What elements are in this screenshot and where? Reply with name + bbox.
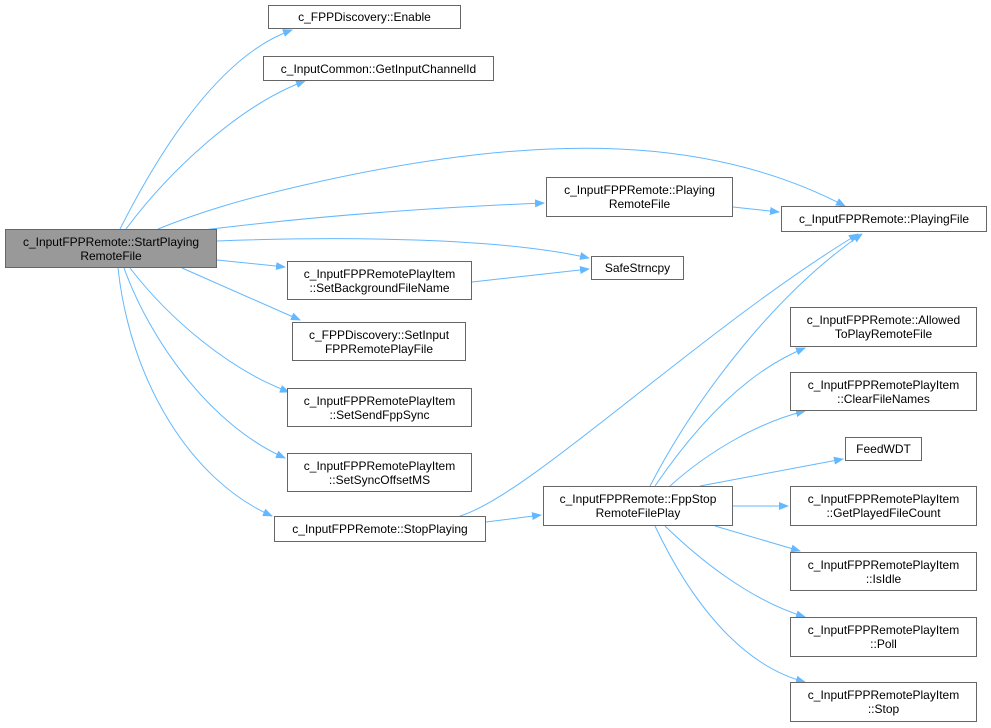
node-label-line: c_InputFPPRemotePlayItem <box>807 688 960 702</box>
node-label-line: SafeStrncpy <box>604 261 671 275</box>
node-stopPlaying[interactable]: c_InputFPPRemote::StopPlaying <box>274 516 486 542</box>
call-edge-stopPlaying-to-playingFile <box>459 233 859 517</box>
call-edge-fppStopRemoteFilePlay-to-feedWDT <box>699 456 844 487</box>
node-stop[interactable]: c_InputFPPRemotePlayItem::Stop <box>790 682 977 722</box>
node-label-line: FeedWDT <box>856 442 911 456</box>
call-edge-fppStopRemoteFilePlay-to-playingFile <box>649 233 863 487</box>
call-edge-root-to-safeStrncpy <box>216 238 590 260</box>
node-label-line: ::SetSendFppSync <box>329 407 430 422</box>
call-edge-fppStopRemoteFilePlay-to-clearFileNames <box>669 409 806 487</box>
node-poll[interactable]: c_InputFPPRemotePlayItem::Poll <box>790 617 977 657</box>
node-label-line: ::ClearFileNames <box>837 391 930 406</box>
node-label-line: RemoteFilePlay <box>595 506 681 520</box>
node-feedWDT[interactable]: FeedWDT <box>845 437 922 461</box>
call-edge-root-to-stopPlaying <box>117 267 273 517</box>
node-label-line: FPPRemotePlayFile <box>324 341 434 356</box>
node-setBackgroundFileName[interactable]: c_InputFPPRemotePlayItem::SetBackgroundF… <box>287 261 472 300</box>
node-setSyncOffsetMS[interactable]: c_InputFPPRemotePlayItem::SetSyncOffsetM… <box>287 453 472 492</box>
call-edge-stopPlaying-to-fppStopRemoteFilePlay <box>485 512 542 523</box>
node-label-line: c_InputFPPRemotePlayItem <box>303 393 456 408</box>
node-label-line: ::IsIdle <box>865 571 902 586</box>
call-edge-setBackgroundFileName-to-safeStrncpy <box>471 266 590 283</box>
node-label-line: c_InputFPPRemote::FppStop <box>559 492 717 506</box>
call-edge-fppStopRemoteFilePlay-to-allowedToPlayRemoteFile <box>654 347 806 487</box>
node-label-line: ::GetPlayedFileCount <box>826 506 941 520</box>
call-edge-root-to-setInputFPPRemotePlayFile <box>181 267 301 321</box>
call-edge-root-to-setSendFppSync <box>129 267 290 393</box>
call-edge-root-to-setBackgroundFileName <box>216 259 286 271</box>
call-edge-fppStopRemoteFilePlay-to-poll <box>664 525 806 619</box>
node-label-line: c_FPPDiscovery::SetInput <box>308 327 450 342</box>
node-getPlayedFileCount[interactable]: c_InputFPPRemotePlayItem::GetPlayedFileC… <box>790 486 977 526</box>
node-safeStrncpy[interactable]: SafeStrncpy <box>591 256 684 280</box>
call-edge-root-to-enable <box>119 29 293 230</box>
call-edge-fppStopRemoteFilePlay-to-isIdle <box>714 525 801 553</box>
node-clearFileNames[interactable]: c_InputFPPRemotePlayItem::ClearFileNames <box>790 372 977 411</box>
node-playingFile[interactable]: c_InputFPPRemote::PlayingFile <box>781 206 987 232</box>
node-label-line: RemoteFile <box>608 197 671 211</box>
node-label-line: c_InputFPPRemotePlayItem <box>807 377 960 392</box>
call-edge-root-to-playingFile <box>157 147 846 230</box>
node-isIdle[interactable]: c_InputFPPRemotePlayItem::IsIdle <box>790 552 977 591</box>
node-enable[interactable]: c_FPPDiscovery::Enable <box>268 5 461 29</box>
node-label-line: c_InputFPPRemotePlayItem <box>303 266 456 281</box>
node-label-line: ::SetBackgroundFileName <box>309 280 450 295</box>
node-label-line: c_FPPDiscovery::Enable <box>298 10 431 24</box>
call-edge-root-to-playingRemoteFile <box>202 199 545 231</box>
node-label-line: c_InputFPPRemotePlayItem <box>807 557 960 572</box>
call-edge-root-to-setSyncOffsetMS <box>123 267 286 459</box>
node-label-line: ::Stop <box>867 702 900 716</box>
node-label-line: c_InputFPPRemotePlayItem <box>303 458 456 473</box>
node-label-line: ::SetSyncOffsetMS <box>328 472 431 487</box>
call-edge-playingRemoteFile-to-playingFile <box>732 206 780 216</box>
node-getInputChannelId[interactable]: c_InputCommon::GetInputChannelId <box>263 56 494 81</box>
node-label-line: c_InputCommon::GetInputChannelId <box>280 61 477 76</box>
node-label-line: RemoteFile <box>80 248 142 263</box>
node-label-line: ::Poll <box>870 637 897 651</box>
node-label-line: c_InputFPPRemote::Allowed <box>806 313 961 327</box>
node-setSendFppSync[interactable]: c_InputFPPRemotePlayItem::SetSendFppSync <box>287 388 472 427</box>
node-label-line: c_InputFPPRemote::Playing <box>564 183 715 197</box>
call-edge-fppStopRemoteFilePlay-to-stop <box>654 525 806 684</box>
node-label-line: c_InputFPPRemotePlayItem <box>807 623 960 637</box>
call-edge-root-to-getInputChannelId <box>125 80 306 230</box>
node-label-line: ToPlayRemoteFile <box>834 327 933 341</box>
node-label-line: c_InputFPPRemote::StartPlaying <box>22 234 200 249</box>
node-label-line: c_InputFPPRemote::PlayingFile <box>798 212 970 226</box>
node-label-line: c_InputFPPRemotePlayItem <box>807 492 960 506</box>
node-label-line: c_InputFPPRemote::StopPlaying <box>292 522 468 536</box>
